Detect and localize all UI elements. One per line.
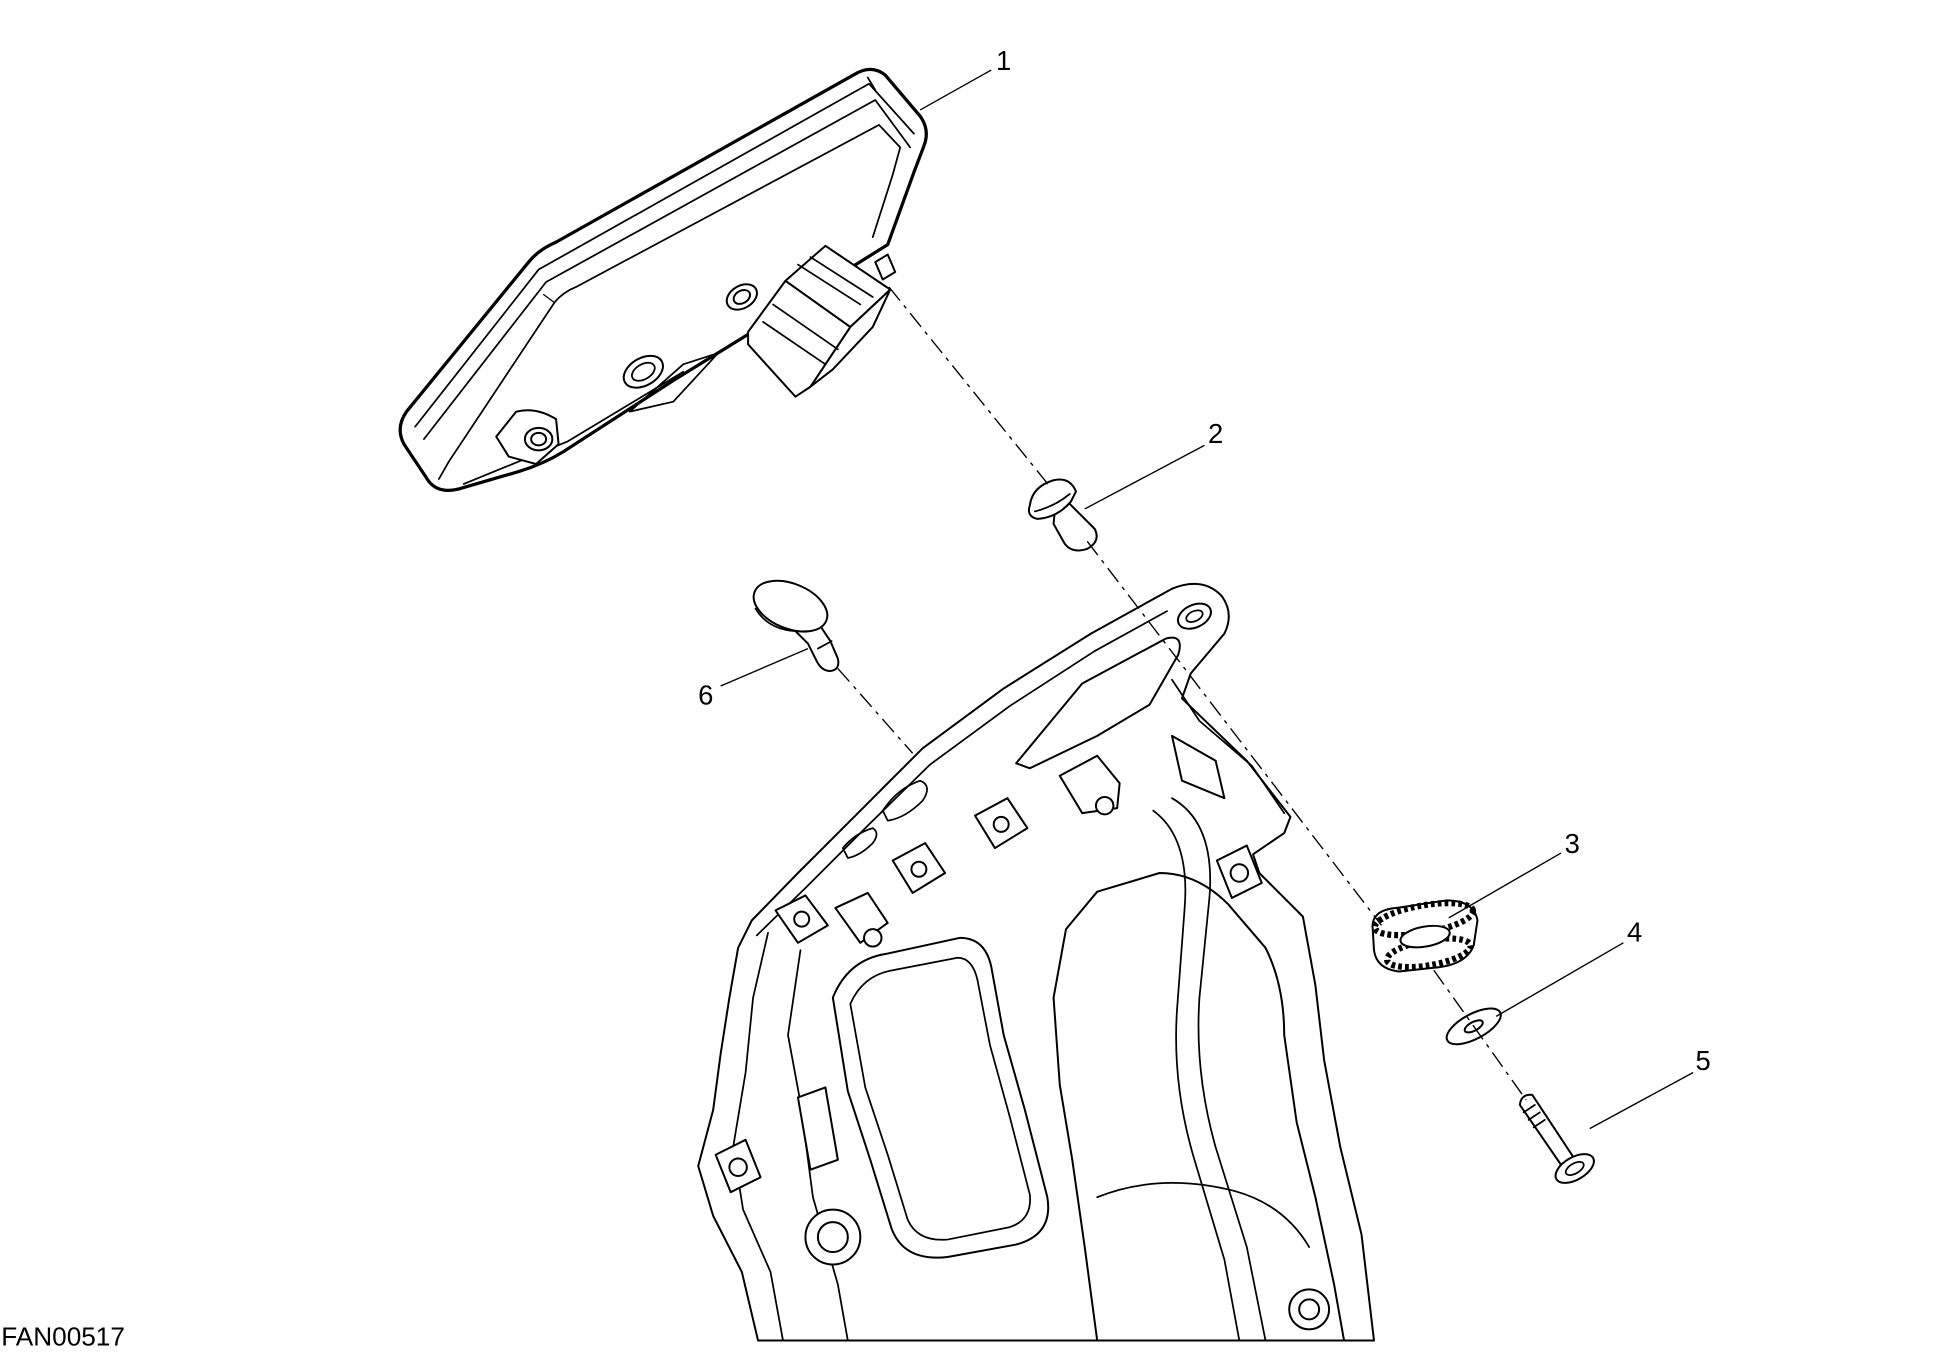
boss-6-hole (1229, 863, 1250, 883)
leader-line-5 (1589, 1071, 1694, 1130)
leader-line-2 (1084, 444, 1205, 510)
bracket-left-slot (796, 1086, 839, 1171)
bracket-side-tab (1171, 734, 1226, 800)
bracket-inner-rib-edge (1152, 809, 1241, 1342)
part-2-bushing (1027, 478, 1098, 552)
instrument-bracket (697, 582, 1375, 1342)
bracket-center-opening-lip (849, 956, 1031, 1241)
bracket-plate-edge (755, 610, 1168, 937)
axis-pin-to-bracket (837, 668, 914, 754)
boss-9-hole (1298, 1298, 1321, 1321)
cluster-top-notch (866, 76, 877, 91)
cluster-edge-mark (542, 293, 555, 303)
boss-1-hole (910, 860, 928, 878)
cluster-small-tab (874, 253, 897, 281)
connector-top-step (809, 256, 874, 298)
cluster-boss-upper-inner (732, 289, 752, 305)
leader-line-4 (1495, 942, 1624, 1017)
damper-upper-teeth (1371, 899, 1477, 939)
bracket-boss-8 (804, 1208, 862, 1266)
bracket-right-flange (1171, 678, 1286, 815)
callout-4: 4 (1627, 917, 1642, 948)
leader-line-3 (1448, 852, 1562, 919)
pin-head-rim (754, 607, 809, 633)
bracket-plate-slot-2 (841, 827, 878, 859)
callout-3: 3 (1565, 828, 1580, 859)
screw-thread-3 (1532, 1118, 1546, 1129)
cluster-port-inner (631, 361, 656, 382)
part-1-instrument-cluster (398, 67, 928, 493)
boss-8-hole (816, 1221, 849, 1254)
screw-shaft (1518, 1093, 1575, 1166)
part-6-rubber-pin (752, 579, 840, 673)
bracket-boss-9 (1288, 1288, 1331, 1331)
leader-line-6 (720, 647, 809, 687)
boss-7-hole (728, 1157, 748, 1177)
boss-2-hole (992, 815, 1010, 833)
cluster-mount-hole-inner (530, 431, 548, 447)
screw-head-recess (1564, 1161, 1585, 1176)
bracket-boss-5 (834, 891, 889, 948)
leader-line-1 (919, 69, 992, 111)
callout-2: 2 (1208, 418, 1223, 449)
axis-cluster-to-bushing (888, 286, 1051, 487)
bracket-plate-slot-1 (881, 779, 928, 822)
bracket-lower-curve (1096, 1182, 1311, 1248)
bracket-plate-recess (1015, 636, 1181, 770)
screw-thread-2 (1527, 1111, 1541, 1121)
cluster-back-plate (438, 124, 902, 480)
cluster-connector (747, 244, 892, 398)
callout-1: 1 (996, 45, 1011, 76)
bracket-plate-hole (1176, 602, 1212, 630)
callout-5: 5 (1696, 1045, 1711, 1076)
connector-rib-1 (762, 321, 827, 366)
callout-6: 6 (698, 680, 713, 711)
bracket-plate-hole-inner (1185, 609, 1204, 623)
screw-thread-1 (1522, 1104, 1536, 1114)
figure-code: FAN00517 (1, 1322, 125, 1352)
part-5-screw (1518, 1093, 1595, 1184)
cluster-recess (628, 352, 720, 413)
bracket-right-opening (1052, 871, 1346, 1342)
connector-rib-2 (772, 303, 839, 351)
boss-3-pin (1094, 795, 1115, 816)
bracket-inner-rib (1171, 797, 1267, 1342)
screw-head (1554, 1153, 1595, 1184)
bracket-boss-3 (1058, 754, 1121, 816)
cluster-bezel-line (414, 82, 915, 428)
boss-5-pin (863, 928, 883, 948)
connector-rib-3 (797, 263, 862, 306)
cluster-outer-shell (398, 67, 928, 493)
axis-damper-to-screw (1433, 969, 1527, 1101)
bushing-body (1052, 500, 1098, 552)
part-3-damper (1371, 899, 1479, 973)
axis-bushing-to-damper (1086, 540, 1383, 926)
bracket-center-opening (831, 936, 1050, 1259)
bracket-boss-6 (1215, 844, 1263, 899)
pin-stem-collar (817, 640, 833, 650)
bracket-boss-2 (974, 797, 1029, 850)
cluster-back-edge (462, 370, 685, 485)
bushing-flange-edge (1033, 493, 1071, 513)
boss-4-hole (793, 910, 811, 928)
cluster-bezel-line-inner (423, 99, 912, 440)
pin-head (752, 579, 829, 633)
bracket-boss-4 (774, 894, 829, 944)
bracket-boss-1 (891, 842, 947, 894)
damper-hub (1399, 924, 1451, 949)
bracket-boss-7 (714, 1138, 762, 1194)
